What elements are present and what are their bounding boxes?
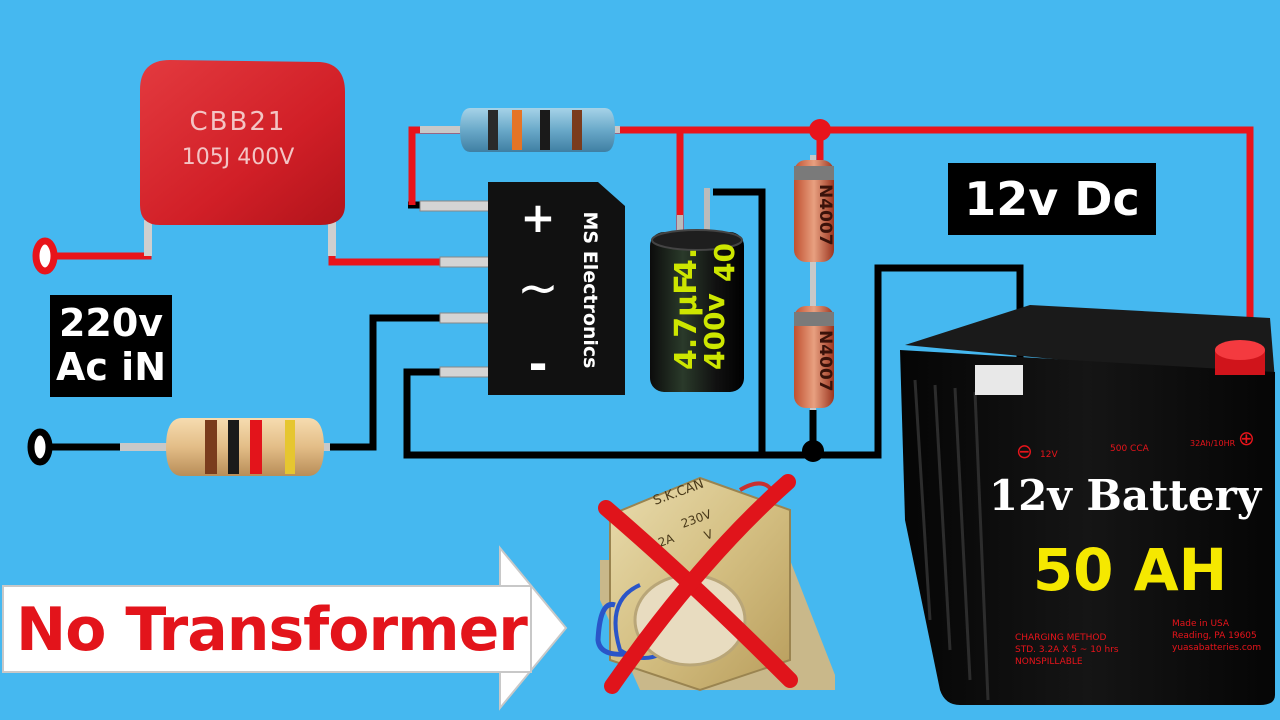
cross-out-mark (598, 474, 798, 694)
red-junction-dot (809, 119, 831, 141)
battery-charging-line3: NONSPILLABLE (1015, 657, 1083, 667)
battery-made-line1: Made in USA (1172, 619, 1230, 629)
ac-terminal-top (32, 237, 58, 275)
capacitor-line1: CBB21 (190, 107, 287, 137)
no-transformer-banner: No Transformer (2, 585, 532, 673)
battery-title: 12v Battery (989, 471, 1263, 520)
battery-made-line3: yuasabatteries.com (1172, 643, 1261, 653)
battery-spec-voltage: 12V (1040, 450, 1058, 460)
resistor-blue (420, 108, 620, 152)
elec-value: 4.7μF (669, 274, 704, 370)
no-transformer-text: No Transformer (16, 595, 528, 665)
elec-partial-top: 4. (669, 248, 704, 280)
elec-partial-bottom: 40 (708, 243, 741, 282)
bridge-rectifier: + ~ - MS Electronics (419, 182, 625, 395)
dc-output-label: 12v Dc (948, 163, 1156, 235)
battery-negative-terminal (975, 365, 1023, 395)
ac-input-terminals (27, 237, 58, 466)
capacitor-line2: 105J 400V (182, 145, 295, 170)
elec-voltage: 400v (698, 293, 731, 370)
ac-input-label: 220v Ac iN (50, 295, 172, 397)
battery-ribs (913, 379, 990, 701)
bridge-brand: MS Electronics (579, 212, 601, 369)
black-junction-dot (802, 440, 824, 462)
ac-terminal-bottom (27, 428, 53, 466)
diode-upper-marking: N4007 (815, 184, 835, 246)
ac-label-line1: 220v (58, 301, 164, 345)
diode-upper: N4007 (794, 155, 835, 320)
bridge-plus-mark: + (520, 193, 555, 242)
electrolytic-capacitor: 4.7μF 400v 4. 40 (650, 188, 744, 392)
battery-capacity: 50 AH (1033, 536, 1227, 604)
bridge-ac-mark: ~ (517, 259, 559, 317)
battery-plus-symbol: ⊕ (1238, 426, 1255, 450)
transformer-current: 2A (656, 531, 676, 550)
film-capacitor: CBB21 105J 400V (140, 60, 345, 256)
resistor-beige (120, 418, 330, 476)
ac-label-line2: Ac iN (56, 345, 166, 389)
diode-lower: N4007 (794, 306, 835, 410)
battery-minus-symbol: ⊖ (1016, 439, 1033, 463)
diode-lower-marking: N4007 (815, 330, 835, 392)
bridge-minus-mark: - (528, 337, 547, 391)
battery-spec-cca: 500 CCA (1110, 444, 1150, 454)
battery-spec-ah: 32Ah/10HR (1190, 439, 1236, 448)
battery-charging-line1: CHARGING METHOD (1015, 633, 1106, 643)
battery-made-line2: Reading, PA 19605 (1172, 631, 1257, 641)
battery-charging-line2: STD. 3.2A X 5 ~ 10 hrs (1015, 645, 1119, 655)
battery: ⊖ 12V 500 CCA 32Ah/10HR ⊕ 12v Battery 50… (900, 305, 1275, 705)
